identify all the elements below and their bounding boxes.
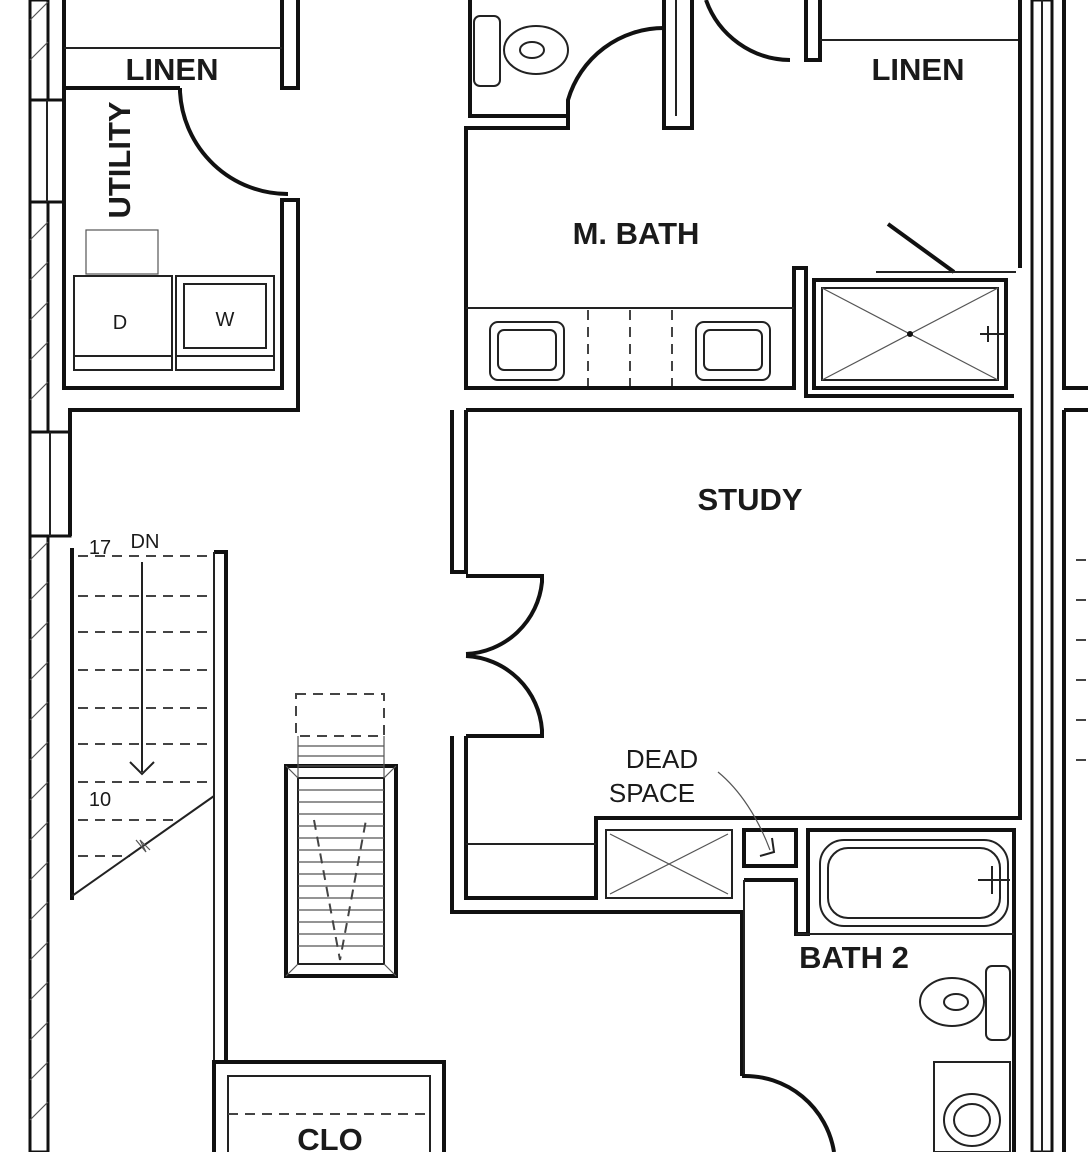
dryer xyxy=(73,275,173,371)
label-washer: W xyxy=(216,309,235,331)
left-exterior-wall xyxy=(28,0,72,1152)
label-stair-direction: DN xyxy=(131,531,160,553)
mbath-shower xyxy=(812,278,1008,390)
bath2-toilet-bowl xyxy=(919,977,985,1027)
dryer-vent xyxy=(85,229,159,275)
label-linen-right: LINEN xyxy=(872,52,965,87)
right-party-wall xyxy=(1018,0,1088,1152)
bath2-tub xyxy=(819,839,1009,927)
label-bath-2: BATH 2 xyxy=(799,940,909,975)
washer xyxy=(175,275,275,371)
mbath-sink-left xyxy=(489,321,565,381)
label-master-bath: M. BATH xyxy=(573,216,700,251)
label-dead-space-line2: SPACE xyxy=(609,778,695,808)
label-stair-riser-top: 17 xyxy=(89,537,111,559)
bath2-toilet-tank xyxy=(985,965,1011,1041)
master-bath-walls xyxy=(464,0,1020,398)
label-utility: UTILITY xyxy=(102,101,137,218)
label-dryer: D xyxy=(113,312,127,334)
mbath-toilet-bowl xyxy=(503,25,569,75)
bath2-vanity xyxy=(933,1061,1011,1152)
label-dead-space-line1: DEAD xyxy=(626,744,698,774)
study-walls xyxy=(450,408,1022,1076)
label-study: STUDY xyxy=(697,482,802,517)
label-stair-riser-mid: 10 xyxy=(89,789,111,811)
bath2-walls xyxy=(605,771,1016,1152)
label-linen-left: LINEN xyxy=(126,52,219,87)
utility-room-walls xyxy=(62,0,300,536)
main-staircase xyxy=(70,548,228,1062)
bath2-linen xyxy=(605,829,733,899)
mbath-toilet-tank xyxy=(473,15,501,87)
mbath-sink-right xyxy=(695,321,771,381)
bath2-sink xyxy=(943,1093,1001,1147)
label-closet: CLO xyxy=(297,1122,362,1152)
attic-ladder xyxy=(284,693,398,978)
dead-space-box xyxy=(742,828,798,868)
closet-walls xyxy=(212,1060,446,1152)
